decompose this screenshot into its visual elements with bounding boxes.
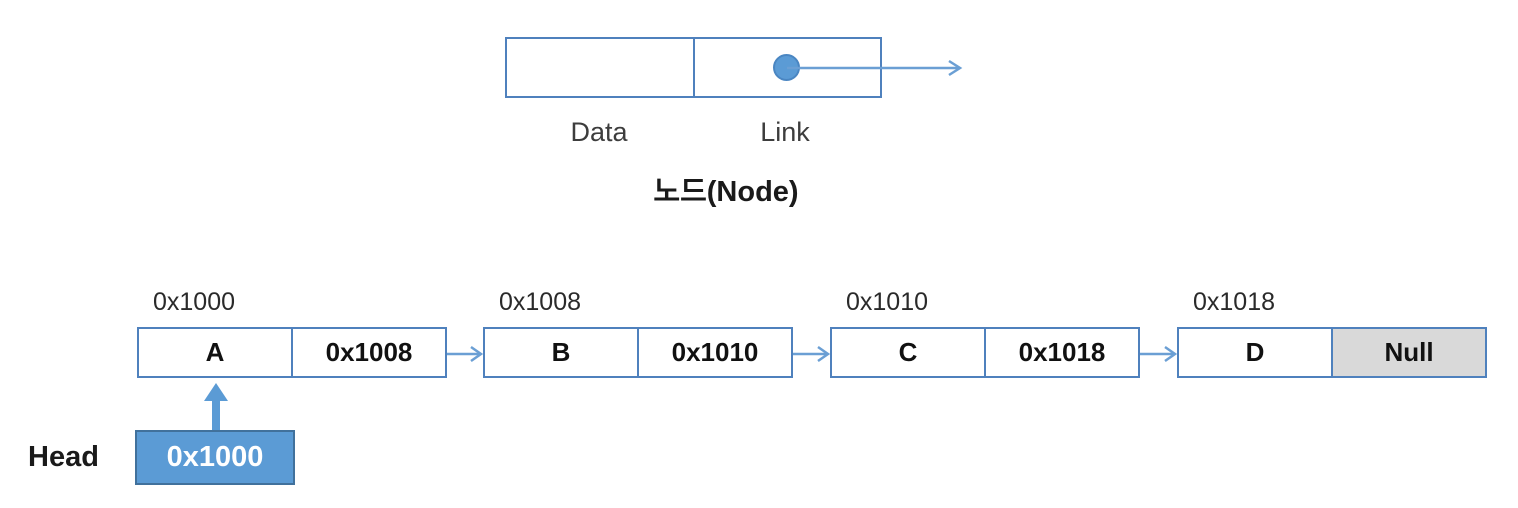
node-box: A 0x1008 — [137, 327, 447, 378]
node-box: D Null — [1177, 327, 1487, 378]
node-caption: 노드(Node) — [653, 176, 799, 208]
node-null-cell: Null — [1331, 329, 1485, 376]
link-cell-label: Link — [760, 117, 810, 147]
list-node-3: 0x1010 C 0x1018 — [830, 286, 1140, 378]
next-pointer-arrow-icon — [793, 345, 830, 363]
node-address-label: 0x1008 — [499, 288, 582, 316]
head-pointer-box: 0x1000 — [135, 430, 295, 485]
node-data-cell: A — [205, 337, 225, 367]
node-box: B 0x1010 — [483, 327, 793, 378]
node-data-cell: D — [1245, 337, 1265, 367]
node-link-cell: 0x1008 — [291, 329, 445, 376]
node-data-cell: C — [898, 337, 918, 367]
next-pointer-arrow-icon — [1140, 345, 1177, 363]
node-address-label: 0x1010 — [846, 288, 929, 316]
node-address-label: 0x1000 — [153, 288, 236, 316]
next-pointer-arrow-icon — [447, 345, 483, 363]
prototype-data-cell — [507, 39, 695, 96]
node-link-cell: 0x1010 — [637, 329, 791, 376]
list-node-2: 0x1008 B 0x1010 — [483, 286, 793, 378]
list-node-1: 0x1000 A 0x1008 — [137, 286, 447, 378]
node-address-label: 0x1018 — [1193, 288, 1276, 316]
data-cell-label: Data — [570, 117, 628, 147]
link-pointer-arrow-icon — [787, 59, 963, 77]
node-data-cell: B — [551, 337, 571, 367]
node-box: C 0x1018 — [830, 327, 1140, 378]
head-pointer-arrow-icon — [204, 383, 228, 430]
head-label: Head — [28, 441, 99, 473]
list-node-4: 0x1018 D Null — [1177, 286, 1487, 378]
node-link-cell: 0x1018 — [984, 329, 1138, 376]
